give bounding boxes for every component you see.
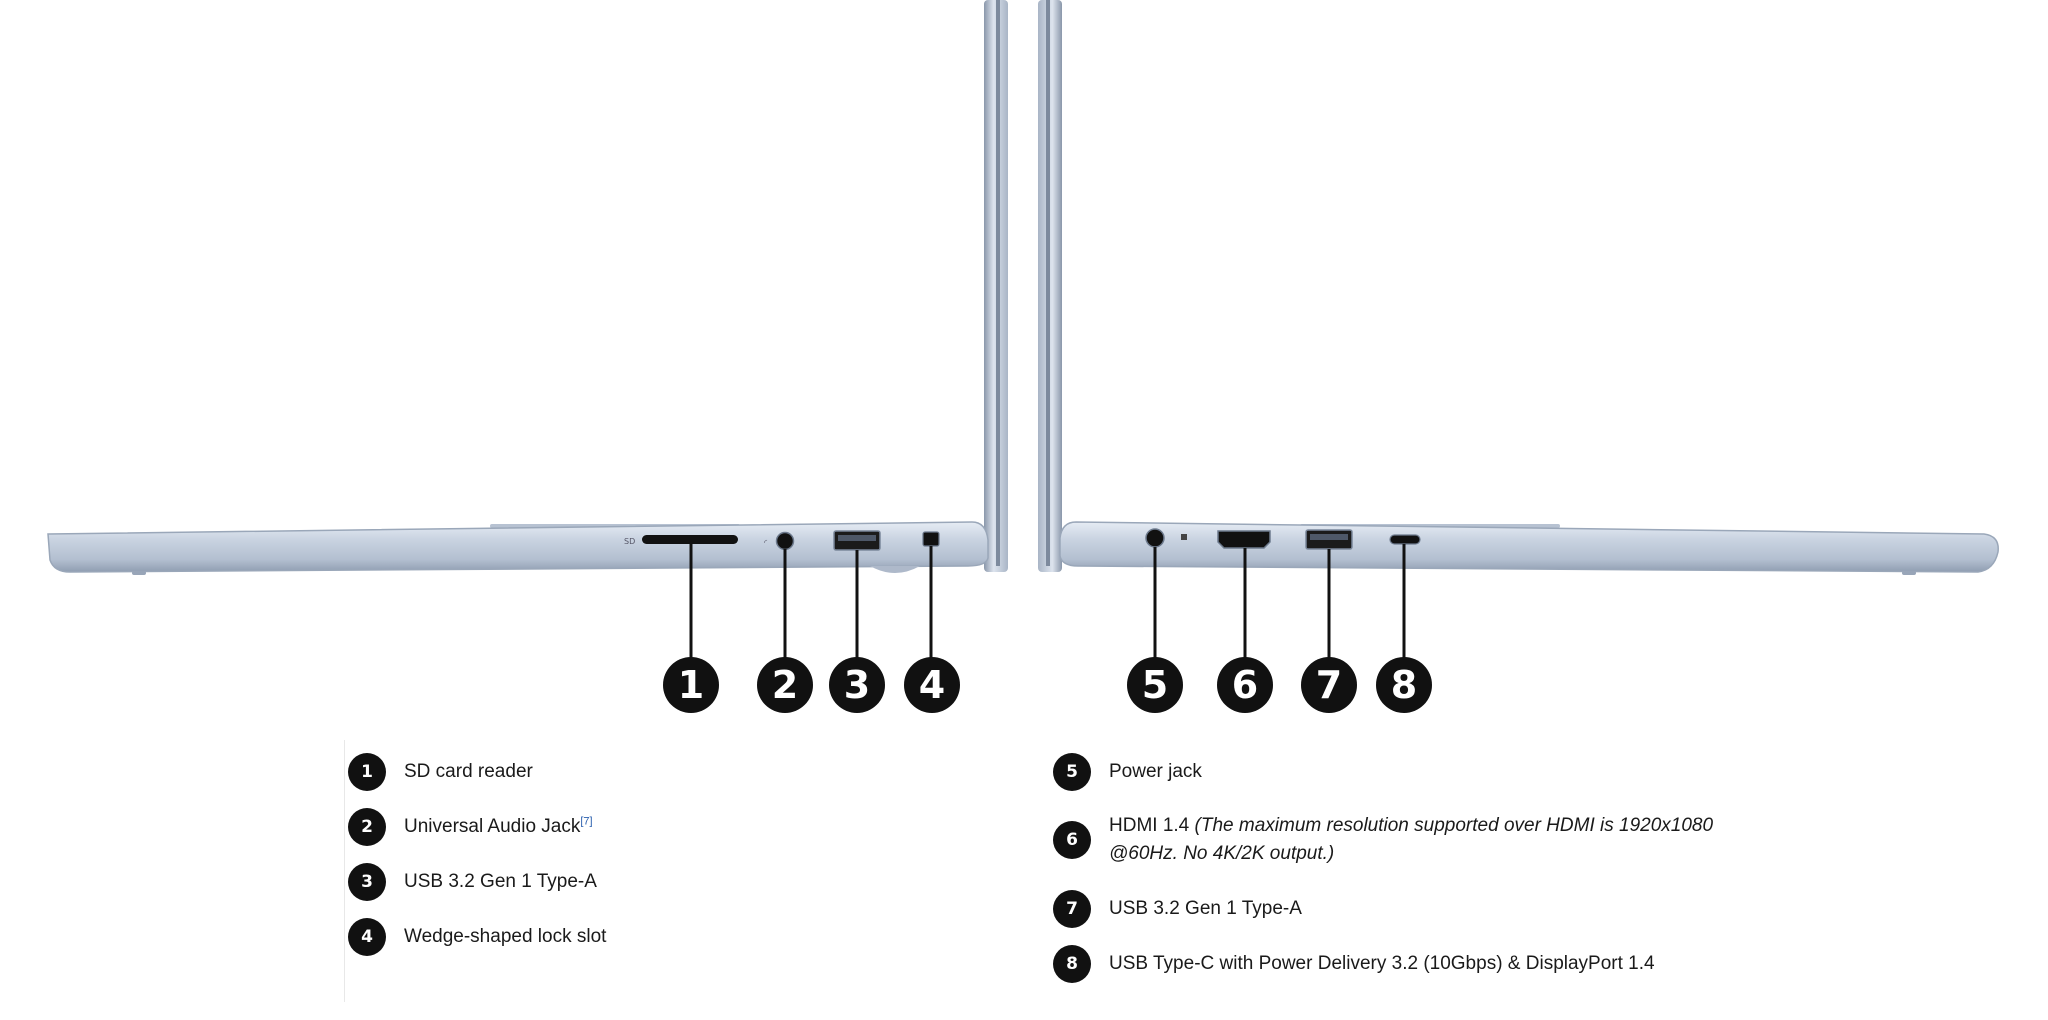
left-lid-edge bbox=[996, 0, 1000, 566]
legend-badge-8: 8 bbox=[1053, 945, 1091, 983]
sd-card-mark: SD bbox=[624, 537, 635, 546]
right-laptop bbox=[1038, 0, 1999, 575]
right-lid-edge bbox=[1046, 0, 1050, 566]
callout-number-1: 1 bbox=[678, 663, 704, 707]
legend-item-3: 3 USB 3.2 Gen 1 Type-A bbox=[348, 863, 597, 901]
legend-badge-3: 3 bbox=[348, 863, 386, 901]
footnote-ref-link[interactable]: [7] bbox=[580, 815, 593, 828]
legend-badge-2: 2 bbox=[348, 808, 386, 846]
callout-badges: 1 2 3 4 5 6 7 8 bbox=[663, 657, 1432, 713]
legend-label-4: Wedge-shaped lock slot bbox=[404, 926, 607, 947]
left-base bbox=[47, 521, 989, 573]
usb-a-port-left-tongue bbox=[838, 535, 876, 541]
callout-number-5: 5 bbox=[1142, 663, 1168, 707]
legend-badge-7: 7 bbox=[1053, 890, 1091, 928]
power-led bbox=[1181, 534, 1187, 540]
legend-badge-5: 5 bbox=[1053, 753, 1091, 791]
legend-note-6-line2: @60Hz. No 4K/2K output.) bbox=[1109, 843, 1335, 864]
legend-label-3: USB 3.2 Gen 1 Type-A bbox=[404, 871, 597, 892]
callout-number-8: 8 bbox=[1391, 663, 1417, 707]
legend-label-5: Power jack bbox=[1109, 761, 1202, 782]
legend-label-7: USB 3.2 Gen 1 Type-A bbox=[1109, 898, 1302, 919]
legend-item-7: 7 USB 3.2 Gen 1 Type-A bbox=[1053, 890, 1302, 928]
legend-note-6-line1: (The maximum resolution supported over H… bbox=[1194, 815, 1714, 836]
usb-a-port-right-tongue bbox=[1310, 534, 1348, 540]
legend-label-2-wrap: Universal Audio Jack[7] bbox=[404, 813, 593, 841]
legend-item-8: 8 USB Type-C with Power Delivery 3.2 (10… bbox=[1053, 945, 1655, 983]
legend-label-2: Universal Audio Jack bbox=[404, 816, 581, 837]
legend-label-6: HDMI 1.4 bbox=[1109, 815, 1190, 836]
legend-badge-1: 1 bbox=[348, 753, 386, 791]
left-laptop: SD ◜ bbox=[47, 0, 1008, 575]
callout-number-3: 3 bbox=[844, 663, 870, 707]
callout-badge-4 bbox=[904, 657, 960, 713]
usb-c-port bbox=[1389, 534, 1421, 545]
callout-badge-1 bbox=[663, 657, 719, 713]
left-foot bbox=[132, 571, 146, 575]
legend-label-1: SD card reader bbox=[404, 761, 533, 782]
callout-badge-3 bbox=[829, 657, 885, 713]
laptop-side-views-diagram: SD ◜ 1 bbox=[47, 0, 1999, 713]
sd-card-slot bbox=[642, 535, 738, 544]
callout-number-2: 2 bbox=[772, 663, 798, 707]
callout-badge-7 bbox=[1301, 657, 1357, 713]
legend-item-6: 6 HDMI 1.4 (The maximum resolution suppo… bbox=[1053, 812, 1713, 868]
callout-badge-2 bbox=[757, 657, 813, 713]
legend-item-2: 2 Universal Audio Jack[7] bbox=[348, 808, 593, 846]
legend-item-1: 1 SD card reader bbox=[348, 753, 533, 791]
audio-jack-mark: ◜ bbox=[764, 538, 768, 547]
leader-lines bbox=[689, 544, 1406, 660]
legend-item-5: 5 Power jack bbox=[1053, 753, 1202, 791]
legend-badge-4: 4 bbox=[348, 918, 386, 956]
right-base bbox=[1059, 521, 1999, 573]
legend-item-4: 4 Wedge-shaped lock slot bbox=[348, 918, 606, 956]
lock-slot bbox=[922, 531, 940, 547]
callout-number-6: 6 bbox=[1232, 663, 1258, 707]
left-hinge-bump bbox=[870, 566, 920, 573]
callout-badge-5 bbox=[1127, 657, 1183, 713]
callout-badge-8 bbox=[1376, 657, 1432, 713]
legend-label-8: USB Type-C with Power Delivery 3.2 (10Gb… bbox=[1109, 953, 1655, 974]
power-jack-port bbox=[1145, 528, 1165, 548]
audio-jack-port bbox=[775, 531, 795, 551]
callout-number-4: 4 bbox=[919, 663, 945, 707]
legend-badge-6: 6 bbox=[1053, 821, 1091, 859]
callout-badge-6 bbox=[1217, 657, 1273, 713]
right-foot bbox=[1902, 571, 1916, 575]
legend-label-6-wrap: HDMI 1.4 (The maximum resolution support… bbox=[1109, 812, 1713, 868]
legend-left-rule bbox=[344, 740, 345, 1002]
hdmi-port bbox=[1217, 530, 1271, 549]
callout-number-7: 7 bbox=[1316, 663, 1342, 707]
